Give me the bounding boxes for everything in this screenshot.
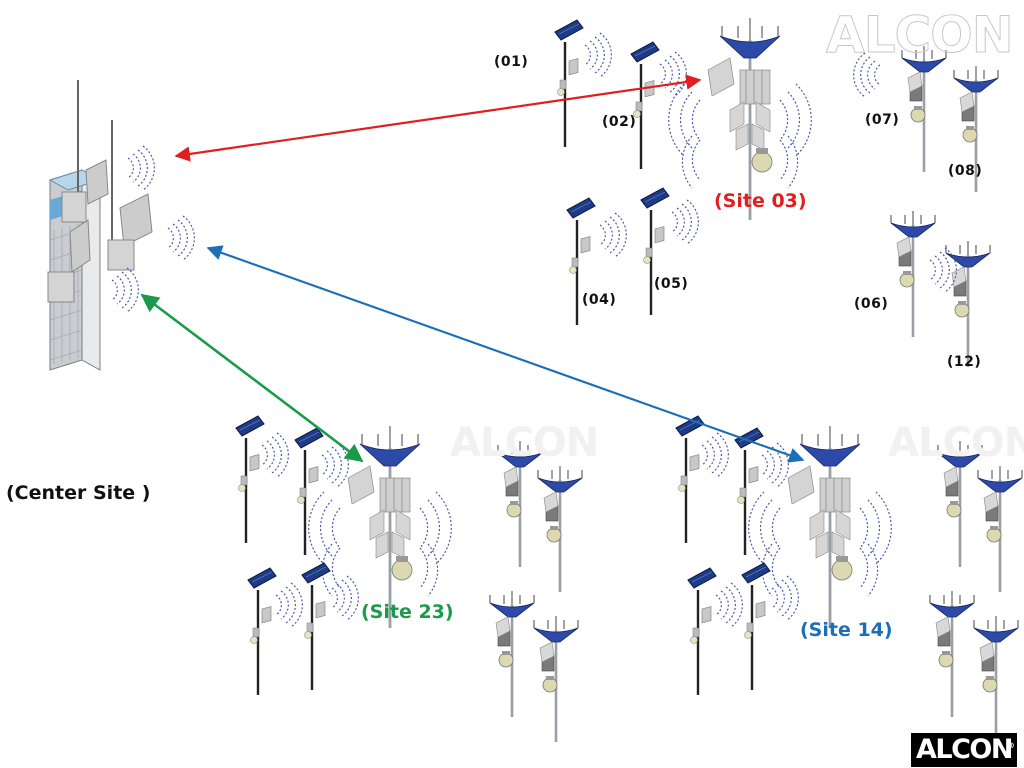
- solar-pole-icon: [686, 566, 718, 697]
- solar-pole-icon: [629, 40, 661, 171]
- wifi-signal-icon: [275, 582, 303, 628]
- camera-pole-icon: [536, 464, 584, 594]
- node-label-07: (07): [865, 112, 900, 128]
- center-site-label: (Center Site ): [6, 482, 151, 504]
- node-label-08: (08): [948, 163, 983, 179]
- node-label-01: (01): [494, 54, 529, 70]
- site-03-label: (Site 03): [714, 190, 807, 212]
- solar-pole-icon: [553, 18, 585, 149]
- node-label-06: (06): [854, 296, 889, 312]
- solar-pole-icon: [740, 561, 772, 692]
- alcon-watermark-logo: ALCON: [888, 420, 1024, 466]
- solar-pole-icon: [300, 561, 332, 692]
- site-23-label: (Site 23): [361, 601, 454, 623]
- alcon-logo-text: ALCON: [916, 734, 1013, 765]
- wifi-signal-icon: [715, 582, 743, 628]
- wifi-signal-icon: [659, 51, 687, 97]
- solar-pole-icon: [246, 566, 278, 697]
- node-label-05: (05): [654, 276, 689, 292]
- wifi-signal-icon: [701, 432, 729, 478]
- solar-pole-icon: [639, 186, 671, 317]
- solar-pole-icon: [674, 414, 706, 545]
- camera-pole-icon: [972, 614, 1020, 744]
- camera-pole-icon: [889, 209, 937, 339]
- lamp-pole-icon: [307, 424, 453, 630]
- alcon-logo: ALCON®: [911, 733, 1017, 767]
- site-14-label: (Site 14): [800, 619, 893, 641]
- node-label-02: (02): [602, 114, 637, 130]
- wifi-signal-icon: [127, 145, 155, 191]
- camera-pole-icon: [944, 239, 992, 369]
- node-label-12: (12): [947, 354, 982, 370]
- link-center-site14: [206, 245, 805, 463]
- registered-mark: ®: [1007, 741, 1015, 750]
- wifi-signal-icon: [321, 442, 349, 488]
- node-label-04: (04): [582, 292, 617, 308]
- link-center-site23: [140, 293, 364, 463]
- wifi-signal-icon: [111, 267, 139, 313]
- link-center-site03: [174, 74, 702, 162]
- wifi-signal-icon: [671, 199, 699, 245]
- wifi-signal-icon: [167, 215, 195, 261]
- solar-pole-icon: [234, 414, 266, 545]
- alcon-watermark-logo: ALCON: [450, 420, 599, 466]
- camera-pole-icon: [928, 589, 976, 719]
- wifi-signal-icon: [599, 212, 627, 258]
- camera-pole-icon: [976, 464, 1024, 594]
- alcon-watermark-logo: ALCON: [826, 6, 1015, 65]
- building-tower-icon: [47, 80, 153, 371]
- camera-pole-icon: [900, 44, 948, 174]
- wifi-signal-icon: [261, 432, 289, 478]
- camera-pole-icon: [488, 589, 536, 719]
- lamp-pole-icon: [747, 424, 893, 630]
- wifi-signal-icon: [584, 32, 612, 78]
- camera-pole-icon: [532, 614, 580, 744]
